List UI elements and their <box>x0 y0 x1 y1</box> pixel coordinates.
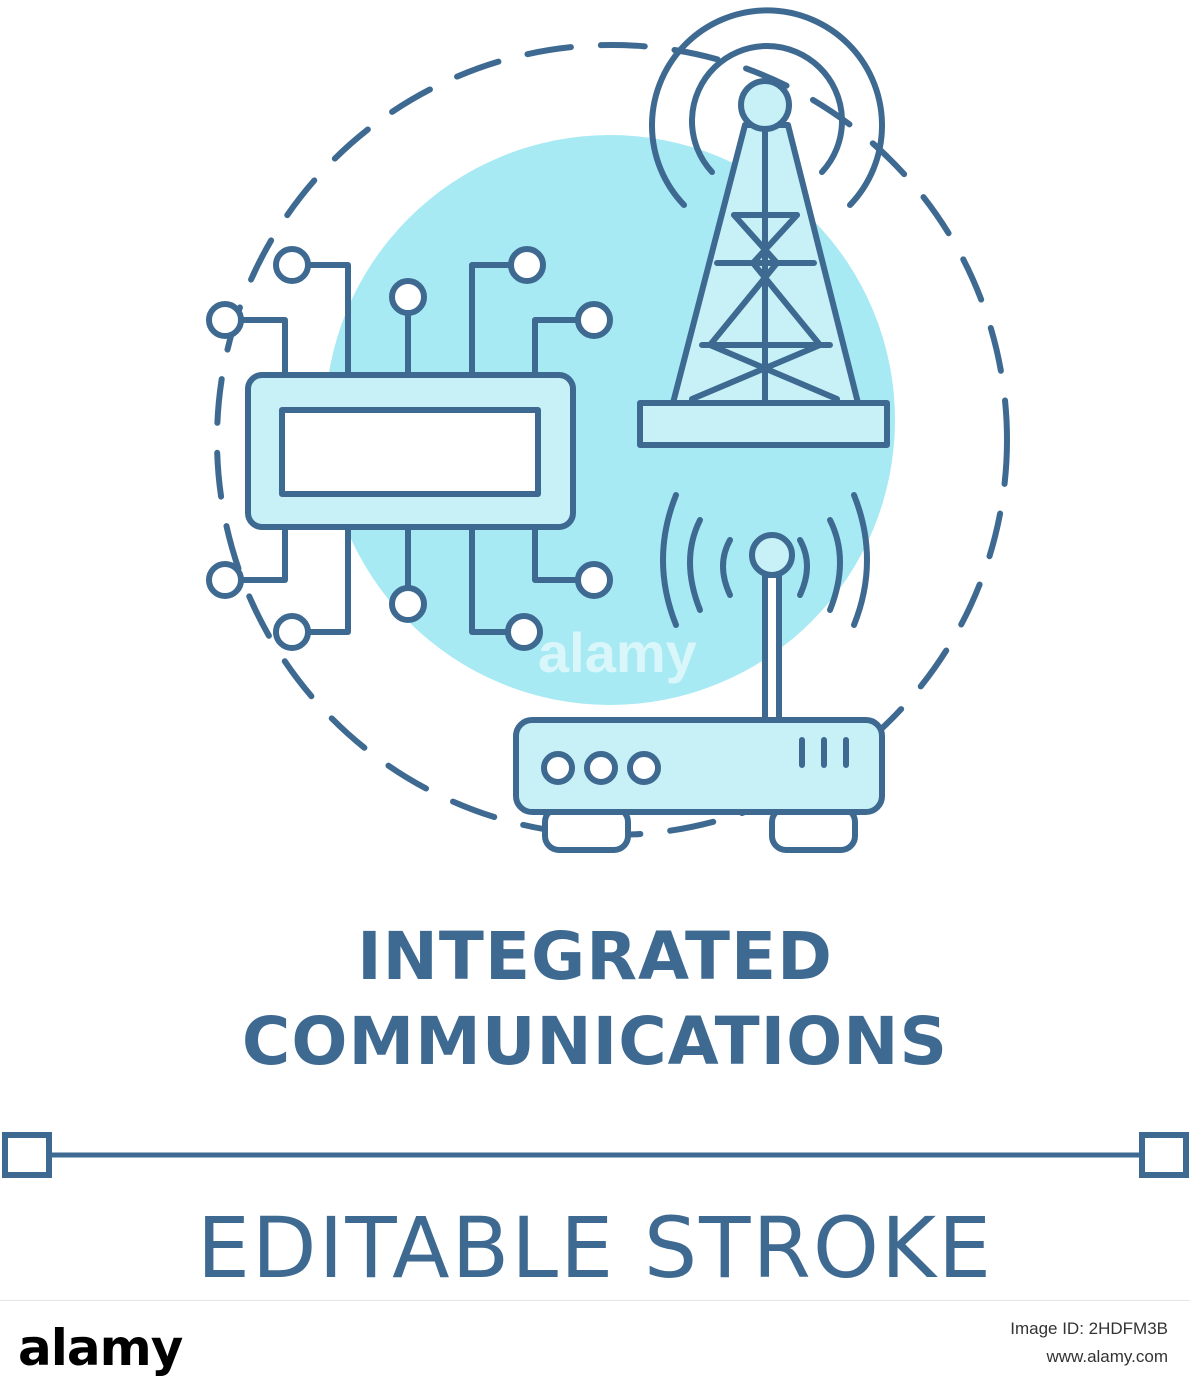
site-url-text[interactable]: www.alamy.com <box>1046 1347 1168 1366</box>
watermark: alamy <box>538 621 697 684</box>
integrated-communications-icon <box>206 7 1010 853</box>
left-anchor-handle <box>2 1132 52 1178</box>
wifi-router-icon <box>513 492 885 853</box>
title-line-1: INTEGRATED <box>357 918 833 995</box>
editable-stroke-caption: EDITABLE STROKE <box>196 1199 994 1297</box>
footer-bar: alamy Image ID: 2HDFM3B www.alamy.com <box>0 1300 1190 1391</box>
image-id-text: Image ID: 2HDFM3B <box>1010 1319 1168 1338</box>
title-line-2: COMMUNICATIONS <box>241 1003 949 1080</box>
circuit-chip-icon <box>206 246 613 651</box>
right-anchor-handle <box>1139 1132 1189 1178</box>
footer-info: Image ID: 2HDFM3B www.alamy.com <box>1010 1315 1168 1371</box>
alamy-logo[interactable]: alamy <box>18 1319 183 1377</box>
editable-stroke-line <box>2 1132 1189 1178</box>
radio-tower-icon <box>637 7 890 448</box>
